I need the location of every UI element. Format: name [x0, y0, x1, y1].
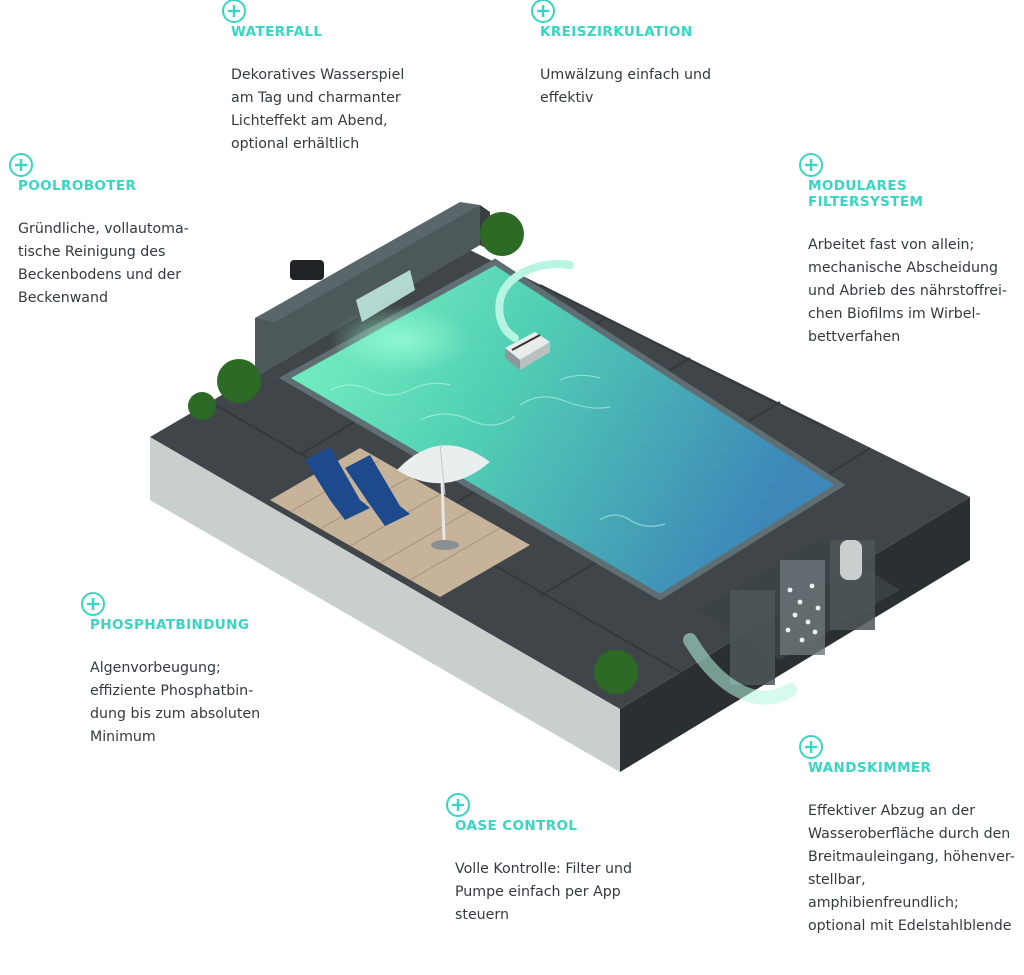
shrub — [217, 359, 261, 403]
shrub — [594, 650, 638, 694]
plus-circle-icon[interactable] — [221, 0, 247, 24]
plus-circle-icon[interactable] — [8, 152, 34, 178]
feature-title: MODULARES FILTERSYSTEM — [808, 178, 924, 210]
feature-wandskimmer: WANDSKIMMER Effektiver Abzug an der Wass… — [799, 735, 1020, 938]
feature-description: Arbeitet fast von allein; mechanische Ab… — [808, 237, 1008, 345]
plus-circle-icon[interactable] — [798, 152, 824, 178]
slab-side-left — [150, 437, 620, 772]
shrub — [188, 392, 216, 420]
feature-description: Gründliche, vollautoma- tische Reinigung… — [18, 221, 189, 306]
plus-circle-icon[interactable] — [80, 591, 106, 617]
feature-title: WANDSKIMMER — [808, 760, 932, 776]
feature-filtersystem: MODULARES FILTERSYSTEM Arbeitet fast von… — [799, 153, 1018, 349]
plus-circle-icon[interactable] — [445, 792, 471, 818]
sun-loungers — [305, 447, 410, 526]
filter-system — [683, 540, 900, 705]
feature-title: KREISZIRKULATION — [540, 24, 693, 40]
pool-rim — [278, 258, 846, 601]
feature-description: Algenvorbeugung; effiziente Phosphatbin-… — [90, 660, 261, 745]
feature-title: POOLROBOTER — [18, 178, 137, 194]
pool-robot — [505, 332, 550, 370]
feature-phosphatbindung: PHOSPHATBINDUNG Algenvorbeugung; effizie… — [81, 592, 290, 749]
robot-base-station — [290, 260, 324, 280]
feature-description: Umwälzung einfach und effektiv — [540, 67, 712, 106]
feature-oase-control: OASE CONTROL Volle Kontrolle: Filter und… — [446, 793, 665, 927]
circulation-hose — [495, 260, 574, 342]
feature-kreiszirkulation: KREISZIRKULATION Umwälzung einfach und e… — [531, 0, 740, 110]
back-wall-front — [255, 205, 480, 378]
feature-title: OASE CONTROL — [455, 818, 578, 834]
back-wall-top — [255, 202, 480, 322]
plus-circle-icon[interactable] — [798, 734, 824, 760]
water-caustics — [329, 374, 666, 527]
parasol — [397, 443, 490, 550]
feature-title: PHOSPHATBINDUNG — [90, 617, 250, 633]
shrub — [480, 212, 524, 256]
waterfall-spout — [356, 270, 415, 322]
waterfall-glow — [330, 305, 470, 375]
feature-description: Effektiver Abzug an der Wasseroberfläche… — [808, 803, 1015, 934]
feature-poolroboter: POOLROBOTER Gründliche, vollautoma- tisc… — [9, 153, 218, 310]
feature-title: WATERFALL — [231, 24, 323, 40]
feature-waterfall: WATERFALL Dekoratives Wasserspiel am Tag… — [222, 0, 431, 156]
feature-description: Dekoratives Wasserspiel am Tag und charm… — [231, 67, 405, 152]
feature-description: Volle Kontrolle: Filter und Pumpe einfac… — [455, 861, 632, 923]
plus-circle-icon[interactable] — [530, 0, 556, 24]
